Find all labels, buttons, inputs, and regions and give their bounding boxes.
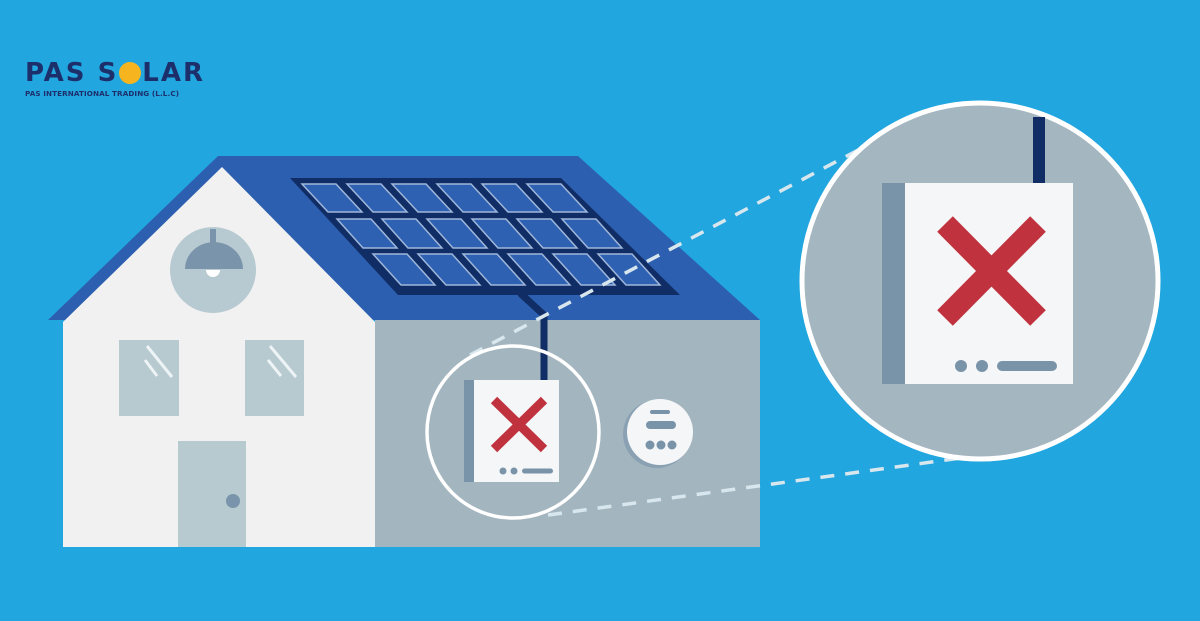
house-front-wall: [63, 167, 375, 547]
logo-title-left: PAS S: [25, 58, 119, 88]
logo-subtitle: PAS INTERNATIONAL TRADING (L.L.C): [25, 89, 180, 98]
error-x-icon: [490, 396, 548, 453]
window-right: [245, 340, 304, 416]
solar-panel-array: [290, 178, 680, 295]
house-side-wall: [375, 320, 760, 547]
highlight-ring-small: [425, 344, 601, 520]
inverter-magnified[interactable]: [799, 100, 1161, 462]
lamp-icon: [170, 227, 256, 313]
logo-title-right: LAR: [142, 58, 206, 88]
error-x-icon-large: [937, 216, 1046, 326]
window-left: [119, 340, 179, 416]
sun-icon: [119, 62, 142, 84]
electric-meter-icon[interactable]: [623, 399, 693, 468]
inverter-small[interactable]: [464, 380, 559, 482]
zoom-line-bottom: [547, 455, 969, 517]
logo-title: PAS S LAR: [25, 58, 205, 88]
door[interactable]: [178, 441, 246, 547]
pas-solar-logo: PAS S LAR PAS INTERNATIONAL TRADING (L.L.…: [25, 58, 205, 98]
door-knob: [226, 494, 240, 508]
